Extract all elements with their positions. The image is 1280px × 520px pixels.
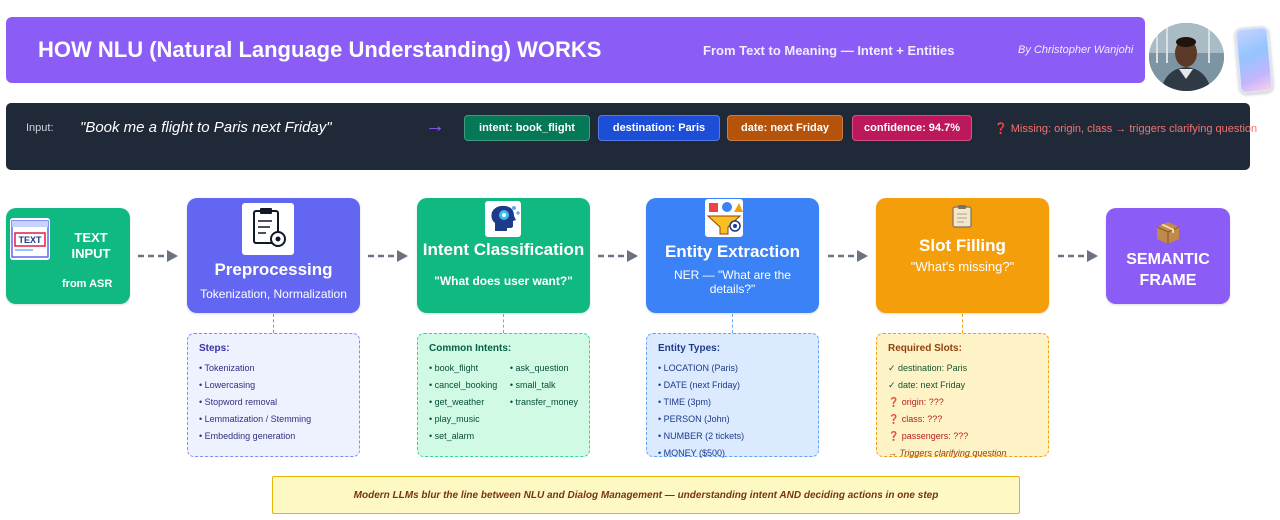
list-item: • Stopword removal — [199, 397, 278, 407]
arrow-right-icon — [598, 250, 638, 262]
header-banner: HOW NLU (Natural Language Understanding)… — [6, 17, 1145, 83]
input-label: Input: — [26, 122, 54, 134]
list-item: • Lowercasing — [199, 380, 256, 390]
arrow-right-icon: → — [425, 115, 445, 137]
node-text-input-title: TEXT INPUT — [60, 230, 122, 262]
example-input-bar: Input: "Book me a flight to Paris next F… — [6, 103, 1257, 170]
author-credit: By Christopher Wanjohi — [1018, 44, 1134, 56]
page-subtitle: From Text to Meaning — Intent + Entities — [703, 43, 955, 58]
steps-list: • Tokenization • Lowercasing • Stopword … — [199, 360, 348, 445]
slot-filled: ✓ destination: Paris — [888, 363, 968, 373]
node-entity-extraction: Entity Extraction NER — "What are the de… — [646, 198, 819, 313]
node-text-input: TEXT TEXT INPUT from ASR — [6, 208, 130, 304]
destination-chip: destination: Paris — [598, 115, 720, 141]
connector-line — [273, 314, 274, 333]
list-item: • ask_question — [509, 363, 569, 373]
slot-missing: ❓ passengers: ??? — [888, 431, 969, 441]
list-item: • cancel_booking — [429, 380, 498, 390]
node-intent-title: Intent Classification — [422, 240, 585, 259]
list-item: • Lemmatization / Stemming — [199, 414, 312, 424]
package-icon — [1155, 220, 1181, 246]
connector-line — [503, 314, 504, 333]
clipboard-gear-icon — [242, 203, 294, 255]
card-title: Common Intents: — [429, 343, 512, 354]
arrow-right-icon — [138, 250, 178, 262]
node-entity-title: Entity Extraction — [664, 242, 801, 261]
node-frame-line1: SEMANTIC — [1126, 251, 1210, 268]
list-item: • set_alarm — [429, 431, 475, 441]
card-entity-types: Entity Types: • LOCATION (Paris) • DATE … — [646, 333, 819, 458]
intents-list-col2: • ask_question • small_talk • transfer_m… — [510, 360, 578, 445]
card-title: Required Slots: — [888, 343, 962, 354]
input-utterance: "Book me a flight to Paris next Friday" — [80, 119, 332, 136]
shapes-funnel-icon — [705, 199, 743, 237]
list-item: • TIME (3pm) — [658, 397, 711, 407]
entity-list: • LOCATION (Paris) • DATE (next Friday) … — [658, 360, 807, 462]
card-title: Entity Types: — [658, 343, 721, 354]
confidence-chip: confidence: 94.7% — [852, 115, 972, 141]
node-text-input-line2: INPUT — [71, 246, 111, 261]
date-chip: date: next Friday — [727, 115, 843, 141]
list-item: • PERSON (John) — [658, 414, 730, 424]
arrow-right-icon — [1058, 250, 1098, 262]
text-badge-label: TEXT — [18, 235, 42, 245]
node-entity-sub: NER — "What are the details?" — [674, 268, 791, 296]
list-item: • get_weather — [429, 397, 485, 407]
node-slot-filling: Slot Filling "What's missing?" — [876, 198, 1049, 313]
clipboard-icon — [952, 204, 972, 228]
list-item: • transfer_money — [509, 397, 578, 407]
list-item: • DATE (next Friday) — [658, 380, 740, 390]
footer-note: Modern LLMs blur the line between NLU an… — [272, 476, 1020, 514]
node-preprocessing-title: Preprocessing — [214, 260, 333, 279]
node-frame-line2: FRAME — [1139, 272, 1197, 289]
node-slot-title: Slot Filling — [919, 236, 1006, 255]
phone-icon — [1234, 25, 1274, 95]
node-intent-classification: Intent Classification "What does user wa… — [417, 198, 590, 313]
person-icon — [1149, 23, 1224, 91]
connector-line — [732, 314, 733, 333]
text-document-icon: TEXT — [10, 218, 50, 260]
node-intent-sub: "What does user want?" — [434, 274, 573, 288]
card-required-slots: Required Slots: ✓ destination: Paris ✓ d… — [876, 333, 1049, 458]
intents-list-col1: • book_flight • cancel_booking • get_wea… — [429, 360, 498, 445]
list-item: • Tokenization — [199, 363, 255, 373]
slot-missing: ❓ origin: ??? — [888, 397, 944, 407]
card-title: Steps: — [199, 343, 230, 354]
node-preprocessing-sub: Tokenization, Normalization — [200, 287, 347, 301]
node-frame-title: SEMANTIC FRAME — [1106, 249, 1230, 291]
page-title: HOW NLU (Natural Language Understanding)… — [38, 37, 602, 62]
node-semantic-frame: SEMANTIC FRAME — [1106, 208, 1230, 304]
list-item: • LOCATION (Paris) — [658, 363, 738, 373]
card-preprocessing-steps: Steps: • Tokenization • Lowercasing • St… — [187, 333, 360, 457]
missing-slots-note: ❓ Missing: origin, class → triggers clar… — [994, 123, 1258, 135]
list-item: • book_flight — [429, 363, 479, 373]
list-item: • play_music — [429, 414, 480, 424]
slot-filled: ✓ date: next Friday — [888, 380, 966, 390]
slot-list: ✓ destination: Paris ✓ date: next Friday… — [888, 360, 1037, 462]
author-avatar — [1149, 23, 1224, 91]
list-item: • NUMBER (2 tickets) — [658, 431, 745, 441]
list-item: • MONEY ($500) — [658, 448, 726, 458]
list-item: • small_talk — [509, 380, 556, 390]
node-preprocessing: Preprocessing Tokenization, Normalizatio… — [187, 198, 360, 313]
arrow-right-icon — [368, 250, 408, 262]
intent-chip: intent: book_flight — [464, 115, 590, 141]
slot-note: → Triggers clarifying question — [888, 448, 1007, 458]
list-item: • Embedding generation — [199, 431, 296, 441]
node-slot-sub: "What's missing?" — [910, 259, 1015, 274]
card-common-intents: Common Intents: • book_flight • cancel_b… — [417, 333, 590, 457]
node-text-input-sub: from ASR — [62, 278, 113, 290]
slot-missing: ❓ class: ??? — [888, 414, 943, 424]
connector-line — [962, 314, 963, 333]
arrow-right-icon — [828, 250, 868, 262]
node-text-input-line1: TEXT — [74, 230, 108, 245]
brain-head-icon — [485, 201, 521, 237]
